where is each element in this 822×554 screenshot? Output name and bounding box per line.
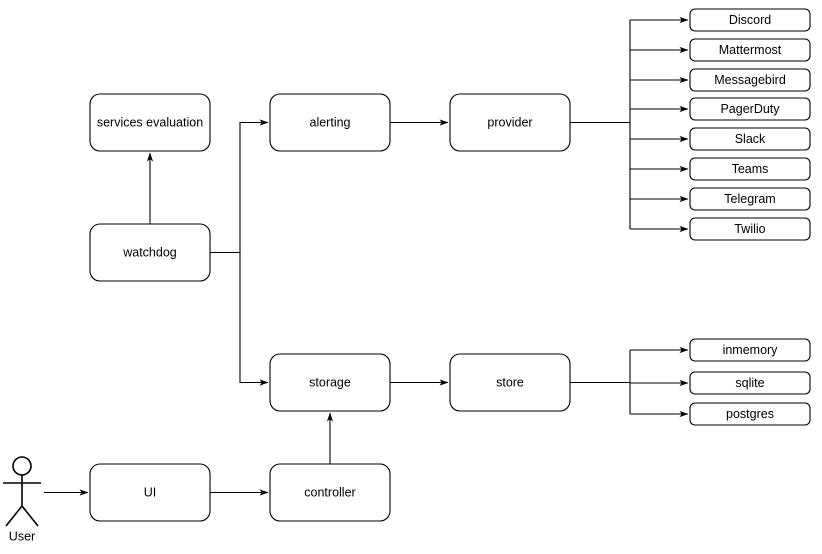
provider-target-box-mattermost[interactable] [689,38,811,62]
store-target-box-inmemory[interactable] [689,338,811,362]
node-inmemory[interactable]: inmemory [689,338,811,362]
node-box-watchdog[interactable] [89,223,211,282]
node-label-storage: storage [309,375,351,389]
node-label-controller: controller [304,485,355,499]
nodes-layer: services evaluation watchdog alerting provi… [89,8,811,522]
node-telegram[interactable]: Telegram [689,187,811,211]
edges-layer [44,16,689,496]
node-label-provider: provider [487,115,532,129]
store-target-box-postgres[interactable] [689,402,811,426]
user-actor: User [3,456,41,543]
node-slack[interactable]: Slack [689,127,811,151]
provider-target-label-pagerduty: PagerDuty [720,102,780,116]
provider-target-box-slack[interactable] [689,127,811,151]
provider-target-box-discord[interactable] [689,8,811,32]
node-label-services_evaluation: services evaluation [97,115,203,129]
node-label-watchdog: watchdog [122,245,177,259]
node-box-provider[interactable] [449,93,571,152]
provider-target-label-mattermost: Mattermost [719,43,782,57]
node-alerting[interactable]: alerting [269,93,391,152]
node-label-store: store [496,375,524,389]
edge-watchdog-alerting [210,119,269,254]
store-target-label-postgres: postgres [726,407,774,421]
user-actor-head-icon [12,456,32,476]
provider-target-label-discord: Discord [729,13,771,27]
node-postgres[interactable]: postgres [689,402,811,426]
provider-target-label-telegram: Telegram [724,192,775,206]
provider-target-box-messagebird[interactable] [689,68,811,92]
node-box-services_evaluation[interactable] [89,93,211,152]
provider-target-box-pagerduty[interactable] [689,97,811,121]
node-ui[interactable]: UI [89,463,211,522]
node-storage[interactable]: storage [269,353,391,412]
node-messagebird[interactable]: Messagebird [689,68,811,92]
user-actor-body-icon [3,475,41,527]
provider-target-label-teams: Teams [732,162,769,176]
node-pagerduty[interactable]: PagerDuty [689,97,811,121]
provider-target-box-telegram[interactable] [689,187,811,211]
node-twilio[interactable]: Twilio [689,217,811,241]
node-label-ui: UI [144,485,157,499]
store-target-label-sqlite: sqlite [735,376,764,390]
provider-target-label-slack: Slack [735,132,766,146]
node-watchdog[interactable]: watchdog [89,223,211,282]
node-mattermost[interactable]: Mattermost [689,38,811,62]
edge-watchdog-storage [239,252,269,386]
node-services_evaluation[interactable]: services evaluation [89,93,211,152]
node-box-controller[interactable] [269,463,391,522]
node-store[interactable]: store [449,353,571,412]
node-provider[interactable]: provider [449,93,571,152]
node-box-storage[interactable] [269,353,391,412]
store-target-label-inmemory: inmemory [723,343,779,357]
node-discord[interactable]: Discord [689,8,811,32]
node-box-store[interactable] [449,353,571,412]
node-teams[interactable]: Teams [689,157,811,181]
node-controller[interactable]: controller [269,463,391,522]
provider-target-box-teams[interactable] [689,157,811,181]
node-sqlite[interactable]: sqlite [689,371,811,395]
node-label-alerting: alerting [310,115,351,129]
provider-target-label-twilio: Twilio [734,222,765,236]
store-target-box-sqlite[interactable] [689,371,811,395]
user-actor-label: User [9,529,35,543]
provider-target-box-twilio[interactable] [689,217,811,241]
provider-target-label-messagebird: Messagebird [714,73,786,87]
node-box-ui[interactable] [89,463,211,522]
node-box-alerting[interactable] [269,93,391,152]
